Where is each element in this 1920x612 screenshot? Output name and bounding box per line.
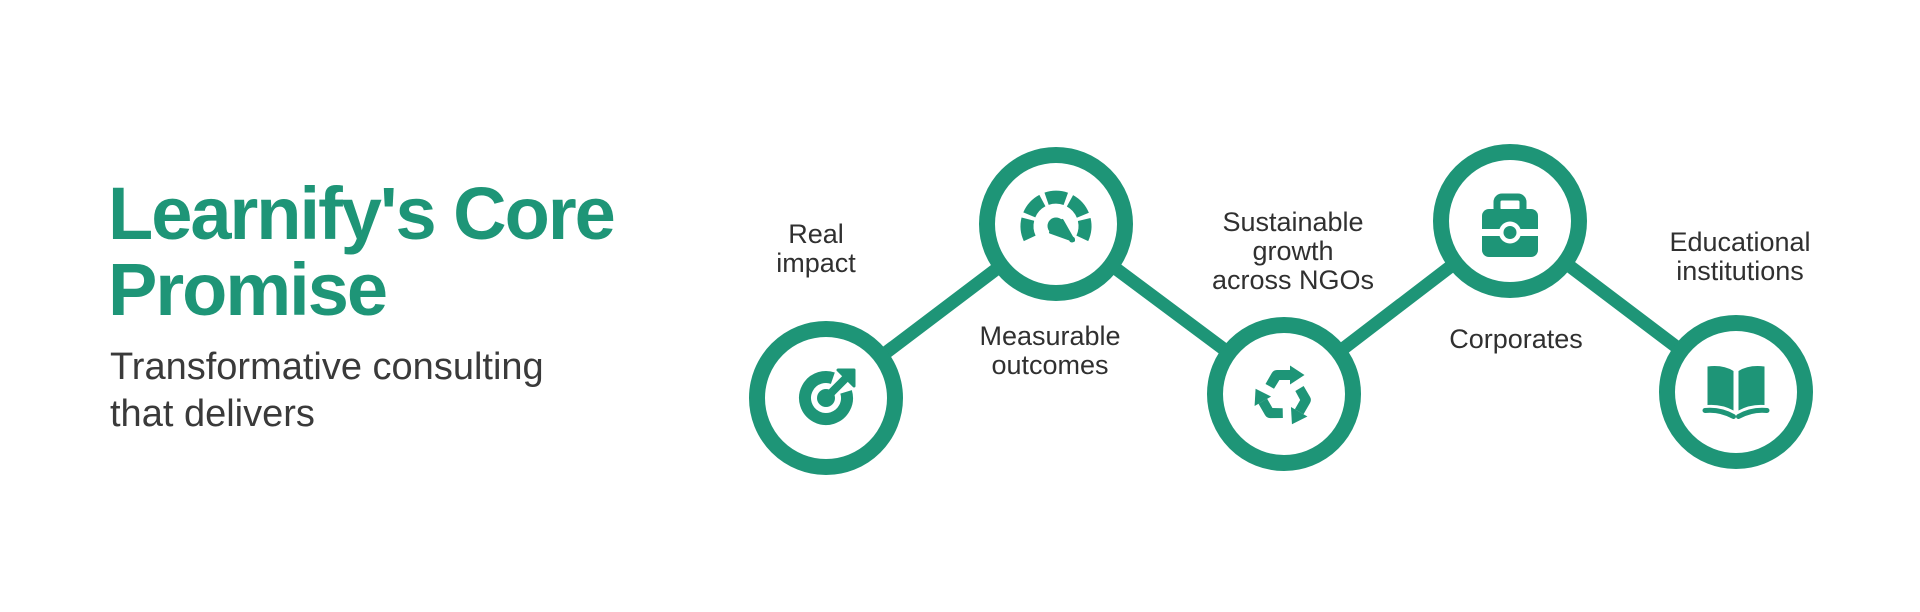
label-line: Sustainable <box>1222 207 1364 237</box>
node-label-corporates: Corporates <box>1449 325 1583 354</box>
page-title-line2: Promise <box>108 248 388 331</box>
node-label-measurable-outcomes: Measurable outcomes <box>979 322 1120 380</box>
page-title: Learnify's Core Promise <box>108 172 616 331</box>
label-line: growth <box>1252 236 1334 266</box>
target-icon <box>799 368 856 425</box>
node-circle-educational <box>1659 315 1813 469</box>
page-subtitle-line2: that delivers <box>110 393 315 435</box>
label-line: institutions <box>1676 256 1804 286</box>
page-title-line1: Learnify's Core <box>108 172 616 255</box>
recycle-icon <box>1254 365 1311 425</box>
node-label-educational: Educational institutions <box>1669 228 1810 286</box>
label-line: Educational <box>1669 227 1811 257</box>
label-line: Real <box>788 219 844 249</box>
page-subtitle: Transformative consulting that delivers <box>110 344 544 438</box>
label-line: Measurable <box>979 321 1121 351</box>
node-label-real-impact: Real impact <box>776 220 856 278</box>
briefcase-icon <box>1480 193 1540 257</box>
node-circle-sustainable-growth <box>1207 317 1361 471</box>
page-subtitle-line1: Transformative consulting <box>110 346 544 388</box>
title-block: Learnify's Core Promise <box>108 172 616 331</box>
gauge-icon <box>1020 190 1092 243</box>
book-icon <box>1702 366 1770 419</box>
node-label-sustainable-growth: Sustainable growth across NGOs <box>1212 208 1374 295</box>
label-line: impact <box>776 248 856 278</box>
label-line: Corporates <box>1449 324 1583 354</box>
label-line: outcomes <box>991 350 1109 380</box>
label-line: across NGOs <box>1211 265 1375 295</box>
